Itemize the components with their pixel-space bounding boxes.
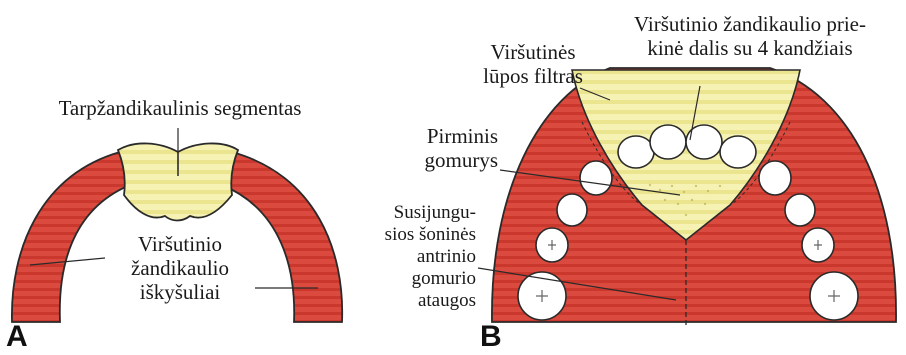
- label-maxillary-processes-line-1: Viršutinio: [110, 232, 250, 256]
- label-primary-palate-line-1: Pirminis: [380, 124, 498, 148]
- label-premaxilla-line-1: Viršutinio žandikaulio prie-: [600, 12, 900, 36]
- label-philtrum-line-1: Viršutinės: [458, 40, 608, 64]
- label-secondary-palate-line-1: Susijungu-: [356, 202, 476, 224]
- label-secondary-palate: Susijungu- sios šoninės antrinio gomurio…: [356, 202, 476, 312]
- label-philtrum-line-2: lūpos filtras: [458, 64, 608, 88]
- label-philtrum: Viršutinės lūpos filtras: [458, 40, 608, 88]
- label-maxillary-processes: Viršutinio žandikaulio iškyšuliai: [110, 232, 250, 304]
- label-intermaxillary-segment: Tarpžandikaulinis segmentas: [20, 96, 340, 120]
- label-secondary-palate-line-4: gomurio: [356, 268, 476, 290]
- panel-b-letter: B: [480, 320, 502, 354]
- label-maxillary-processes-line-2: žandikaulio: [110, 256, 250, 280]
- label-secondary-palate-line-5: ataugos: [356, 290, 476, 312]
- incisor-1: [618, 136, 654, 168]
- label-maxillary-processes-line-3: iškyšuliai: [110, 280, 250, 304]
- right-premolar-1: [785, 194, 815, 226]
- left-canine: [580, 161, 612, 195]
- panel-b-drawing: [478, 68, 896, 325]
- incisor-4: [720, 136, 756, 168]
- label-primary-palate-line-2: gomurys: [380, 148, 498, 172]
- label-secondary-palate-line-3: antrinio: [356, 246, 476, 268]
- label-premaxilla: Viršutinio žandikaulio prie- kinė dalis …: [600, 12, 900, 60]
- label-secondary-palate-line-2: sios šoninės: [356, 224, 476, 246]
- incisor-2: [650, 125, 686, 159]
- label-primary-palate: Pirminis gomurys: [380, 124, 498, 172]
- label-premaxilla-line-2: kinė dalis su 4 kandžiais: [600, 36, 900, 60]
- left-premolar-1: [557, 194, 587, 226]
- panel-a-letter: A: [6, 320, 28, 354]
- right-canine: [759, 161, 791, 195]
